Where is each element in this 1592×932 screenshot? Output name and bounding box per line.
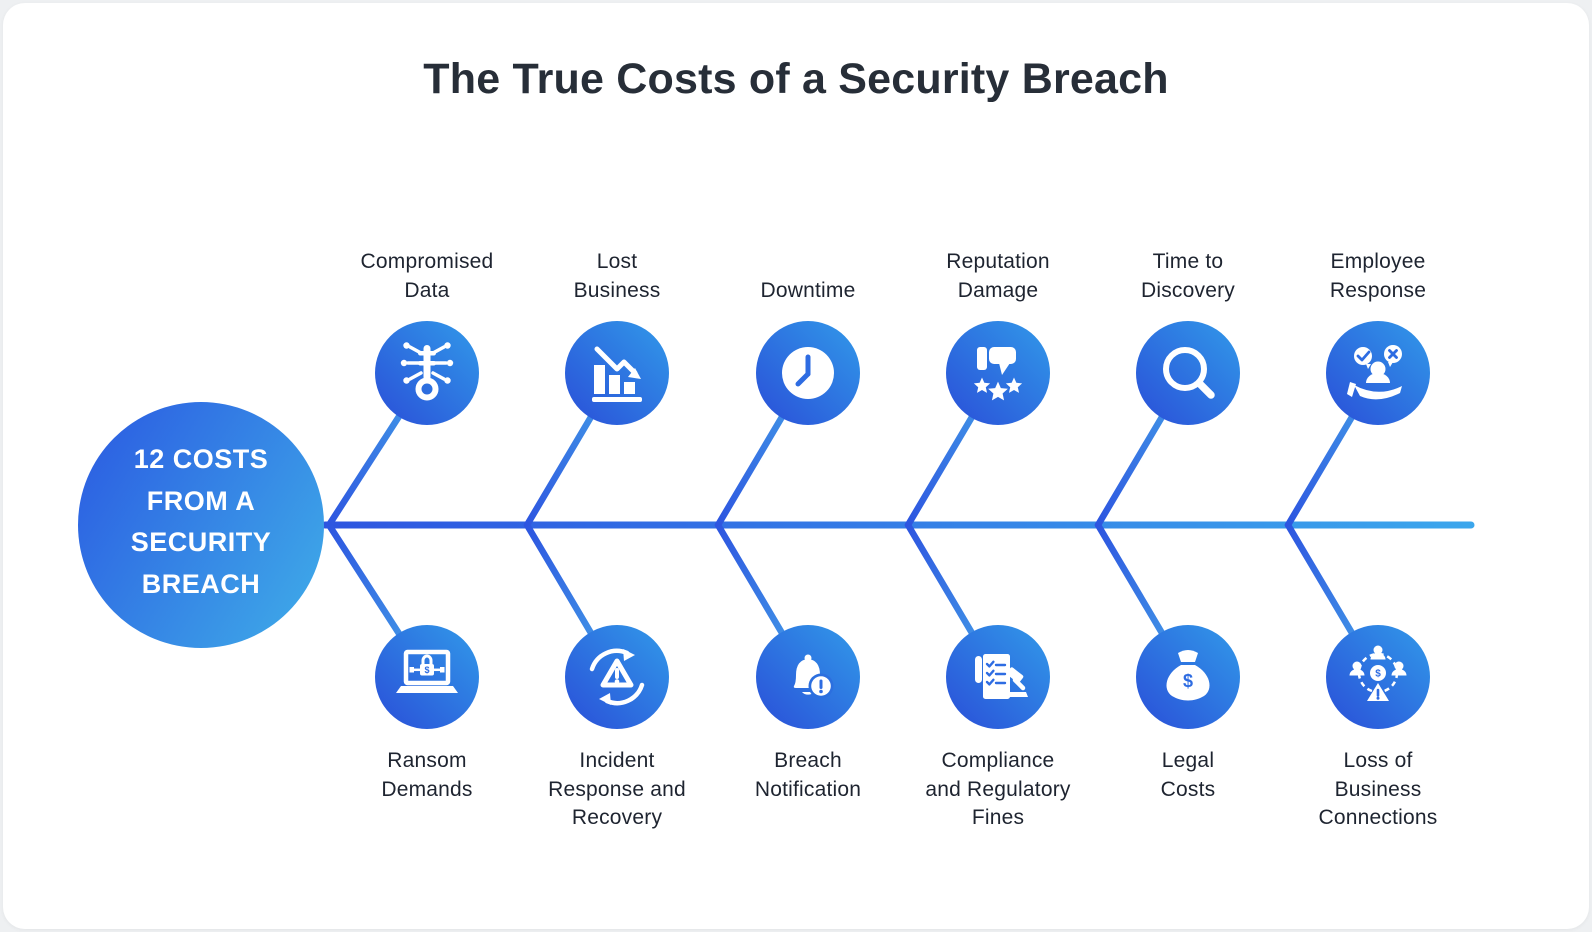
label-downtime: Downtime <box>760 278 856 302</box>
node-circle <box>375 625 479 729</box>
infographic-card: The True Costs of a Security Breach <box>3 3 1589 929</box>
label-legal-costs: Legal Costs <box>1160 749 1216 801</box>
svg-text:$: $ <box>1375 669 1381 680</box>
clock-icon <box>782 347 834 399</box>
label-time-to-discovery: Time to Discovery <box>1141 250 1235 302</box>
label-compliance-fines: Compliance and Regulatory Fines <box>925 749 1071 829</box>
node-circle <box>1136 321 1240 425</box>
label-ransom-demands: Ransom Demands <box>381 749 473 801</box>
locked-laptop-icon: $ <box>396 649 458 693</box>
page-title: The True Costs of a Security Breach <box>423 55 1169 103</box>
label-incident-response: Incident Response and Recovery <box>548 749 686 829</box>
people-network-warning-icon: $ <box>1349 645 1407 701</box>
warning-recycle-icon <box>589 648 645 706</box>
hub-circle <box>78 402 324 648</box>
label-lost-business: Lost Business <box>573 250 661 302</box>
label-compromised-data: Compromised Data <box>360 250 494 302</box>
label-loss-of-connections: Loss of Business Connections <box>1318 749 1438 829</box>
hand-person-feedback-icon <box>1347 345 1402 400</box>
money-bag-icon: $ <box>1166 650 1210 701</box>
circuit-key-icon <box>400 342 454 401</box>
svg-text:$: $ <box>424 665 429 675</box>
node-circle <box>946 321 1050 425</box>
spine-and-branches <box>321 369 1475 681</box>
declining-chart-icon <box>592 346 642 402</box>
fishbone-diagram: $ <box>78 321 1475 729</box>
alert-bell-icon <box>793 654 834 699</box>
thumbs-down-stars-icon <box>973 347 1023 401</box>
checklist-gavel-icon <box>975 654 1028 699</box>
node-circle <box>565 321 669 425</box>
magnifying-glass-icon <box>1163 347 1215 399</box>
svg-text:$: $ <box>1183 671 1193 691</box>
label-reputation-damage: Reputation Damage <box>946 250 1050 302</box>
label-breach-notification: Breach Notification <box>754 749 862 801</box>
hub-label: 12 COSTS FROM A SECURITY BREACH <box>130 444 272 599</box>
label-employee-response: Employee Response <box>1329 250 1427 302</box>
